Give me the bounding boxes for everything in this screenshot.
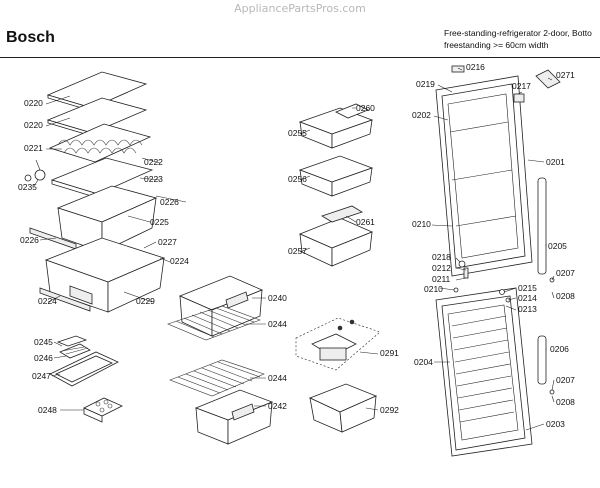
part-label-0248: 0248 <box>38 405 57 415</box>
part-label-0224-right: 0224 <box>170 256 189 266</box>
door-hinge-cover-0271 <box>535 69 561 89</box>
part-label-0235: 0235 <box>18 182 37 192</box>
part-label-0212: 0212 <box>432 263 451 273</box>
part-label-0226-upper: 0226 <box>160 197 179 207</box>
door-hinge-top-0216 <box>451 65 465 73</box>
ice-cube-tray <box>49 351 119 387</box>
crisper-cover-glass <box>50 157 154 199</box>
part-label-0244-lower: 0244 <box>268 373 287 383</box>
ice-maker-assembly <box>295 317 381 371</box>
hinge-block-0217 <box>513 93 525 103</box>
part-label-0202: 0202 <box>412 110 431 120</box>
part-label-0214: 0214 <box>518 293 537 303</box>
fridge-door-assembly <box>435 75 533 277</box>
door-shelf-0255 <box>298 107 374 149</box>
part-label-0208-upper: 0208 <box>556 291 575 301</box>
ice-bin-0292 <box>308 383 378 433</box>
hinge-clip-0235 <box>24 169 46 182</box>
part-label-0207-lower: 0207 <box>556 375 575 385</box>
part-label-0271: 0271 <box>556 70 575 80</box>
brand-name: Bosch <box>6 29 55 46</box>
crisper-drawer-upper <box>56 185 158 253</box>
part-label-0217: 0217 <box>512 81 531 91</box>
part-label-0261: 0261 <box>356 217 375 227</box>
door-handle-upper <box>537 177 547 275</box>
part-label-0246: 0246 <box>34 353 53 363</box>
part-label-0257: 0257 <box>288 246 307 256</box>
part-label-0240: 0240 <box>268 293 287 303</box>
part-label-0245: 0245 <box>34 337 53 347</box>
part-label-0219: 0219 <box>416 79 435 89</box>
part-label-0225: 0225 <box>150 217 169 227</box>
part-label-0223: 0223 <box>144 174 163 184</box>
part-label-0220-second: 0220 <box>24 120 43 130</box>
ice-tray-cover <box>56 335 91 359</box>
part-label-0256: 0256 <box>288 174 307 184</box>
crisper-drawer-lower <box>44 237 166 313</box>
leader-lines <box>33 67 555 431</box>
part-label-0291: 0291 <box>380 348 399 358</box>
part-label-0221: 0221 <box>24 143 43 153</box>
part-label-0247: 0247 <box>32 371 51 381</box>
part-label-0206: 0206 <box>550 344 569 354</box>
watermark-text: AppliancePartsPros.com <box>234 2 366 15</box>
part-label-0218: 0218 <box>432 252 451 262</box>
part-label-0210-lower: 0210 <box>424 284 443 294</box>
wire-rack-lower <box>169 359 265 397</box>
part-labels: 0220 0220 0221 0235 0222 0223 0226 0225 … <box>18 62 575 429</box>
part-label-0213: 0213 <box>518 304 537 314</box>
part-label-0215: 0215 <box>518 283 537 293</box>
part-label-0255: 0255 <box>288 128 307 138</box>
part-label-0220-top: 0220 <box>24 98 43 108</box>
part-label-0226-lower: 0226 <box>20 235 39 245</box>
egg-tray <box>83 397 123 423</box>
wine-rack-shelf <box>48 123 152 163</box>
door-handle-lower <box>537 335 547 385</box>
part-label-0227: 0227 <box>158 237 177 247</box>
part-label-0211: 0211 <box>432 274 451 284</box>
part-label-0216: 0216 <box>466 62 485 72</box>
wire-rack-upper <box>167 305 261 341</box>
part-label-0292: 0292 <box>380 405 399 415</box>
door-shelf-insert-0260 <box>335 103 369 119</box>
door-shelf-0256 <box>298 155 374 197</box>
part-label-0203: 0203 <box>546 419 565 429</box>
part-label-0204: 0204 <box>414 357 433 367</box>
part-label-0205: 0205 <box>548 241 567 251</box>
header-divider <box>0 57 600 58</box>
part-label-0244-upper: 0244 <box>268 319 287 329</box>
model-description-line-2: freestanding >= 60cm width <box>444 40 549 50</box>
part-label-0201: 0201 <box>546 157 565 167</box>
door-shelf-0257 <box>298 205 374 267</box>
part-label-0242: 0242 <box>268 401 287 411</box>
part-label-0260: 0260 <box>356 103 375 113</box>
freezer-drawer-0240 <box>178 275 264 337</box>
drawer-rail-lower <box>39 287 91 312</box>
part-label-0210-upper: 0210 <box>412 219 431 229</box>
part-label-0208-lower: 0208 <box>556 397 575 407</box>
freezer-drawer-0242 <box>194 389 274 445</box>
part-label-0222: 0222 <box>144 157 163 167</box>
part-label-0207-upper: 0207 <box>556 268 575 278</box>
model-description-line-1: Free-standing-refrigerator 2-door, Botto <box>444 28 592 38</box>
part-label-0224-left: 0224 <box>38 296 57 306</box>
part-label-0229: 0229 <box>136 296 155 306</box>
freezer-door-assembly <box>435 287 533 457</box>
